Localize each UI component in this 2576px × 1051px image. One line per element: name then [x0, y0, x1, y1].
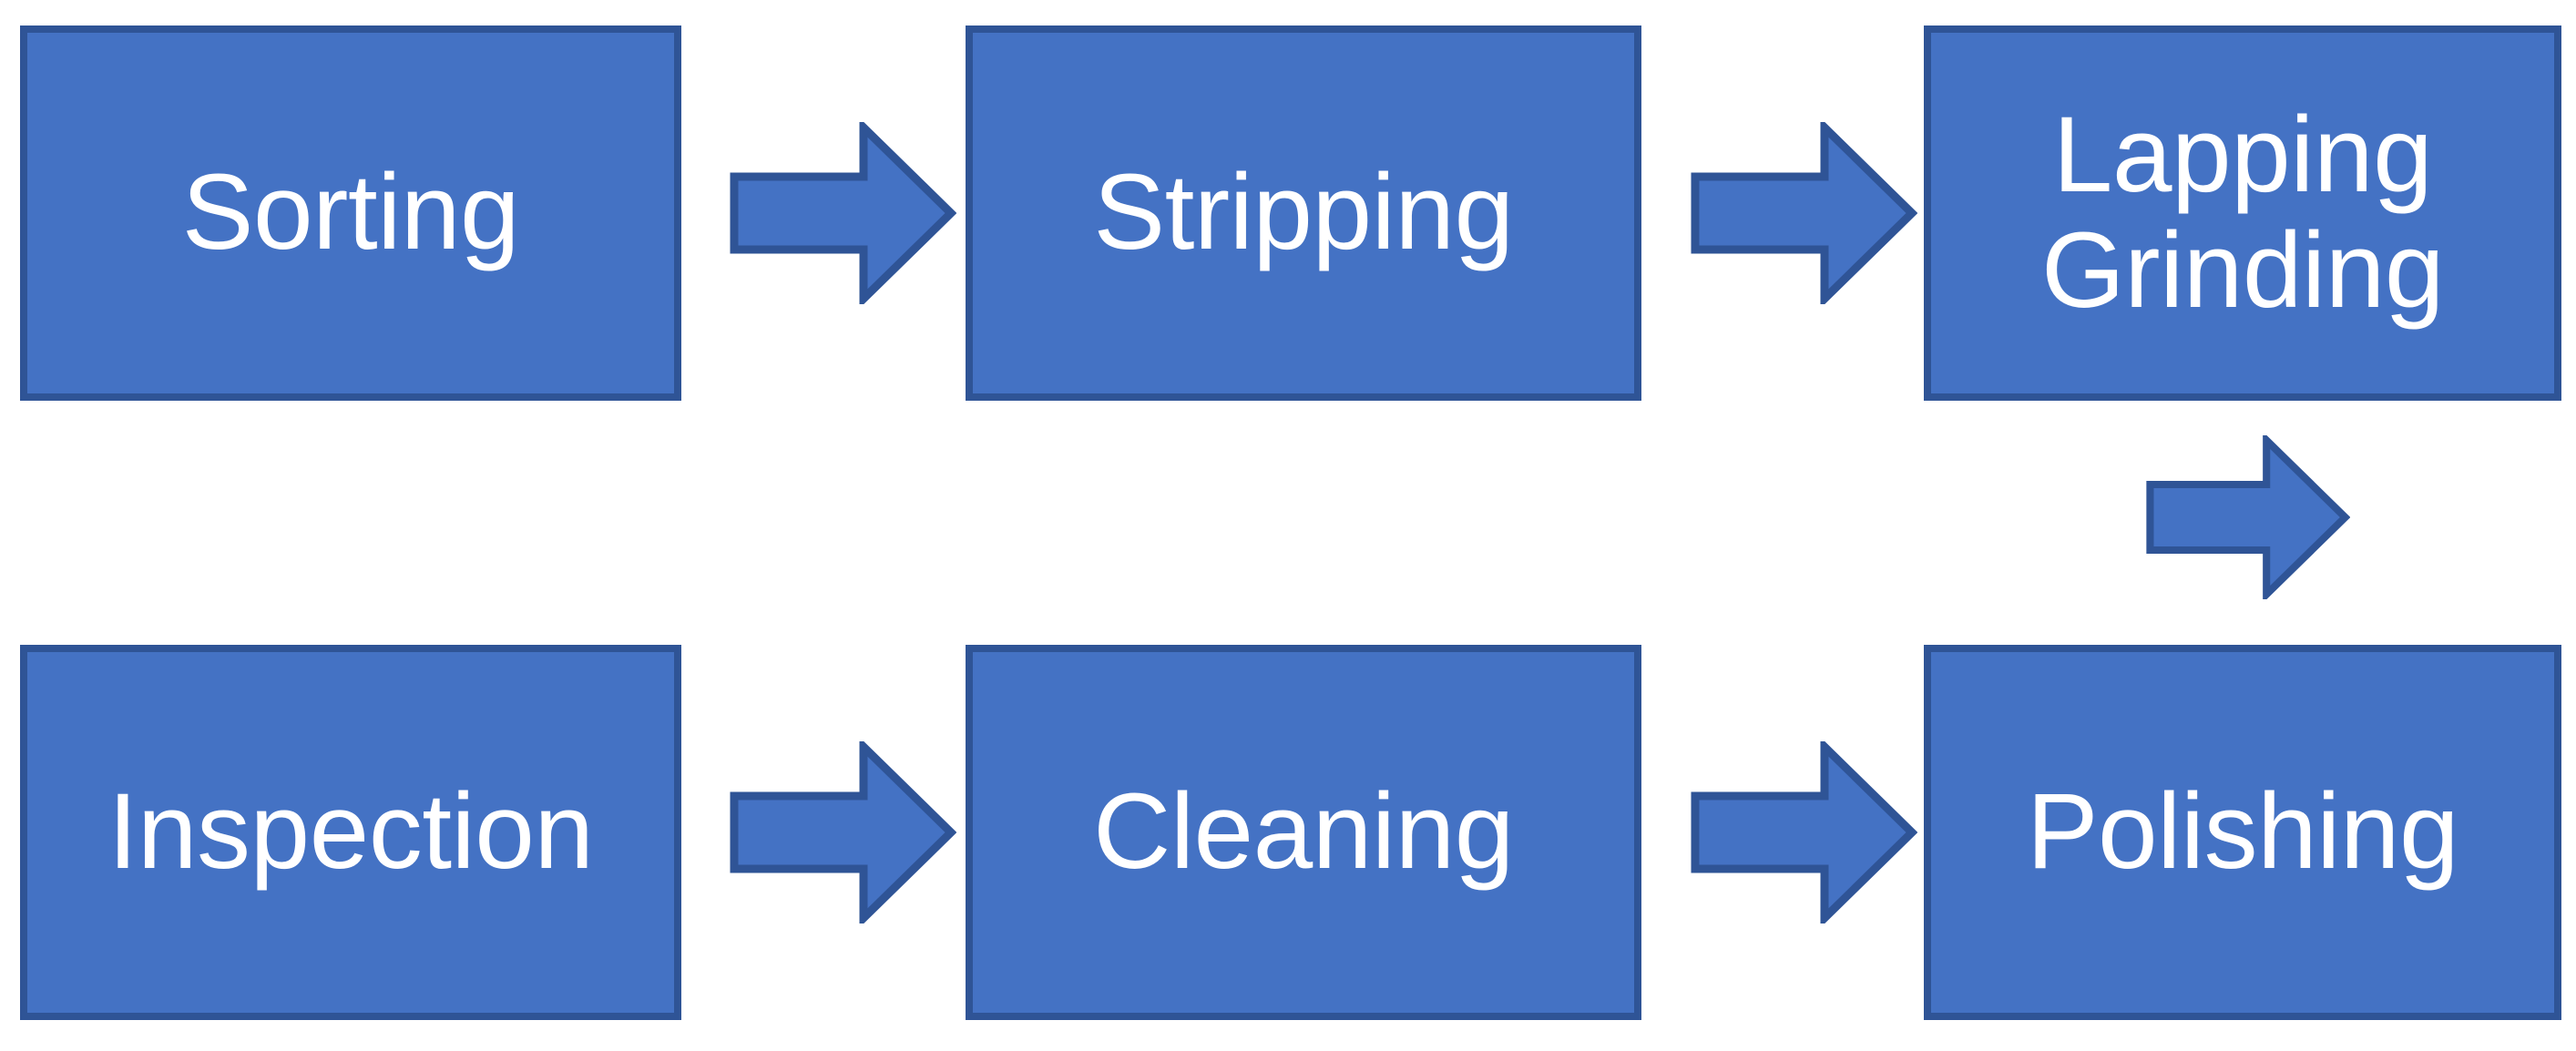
process-node-label: Cleaning [1093, 771, 1514, 893]
process-node-label: Lapping Grinding [2040, 94, 2445, 331]
flow-arrow-cleaning-to-polishing [1690, 741, 1917, 923]
flow-arrow-inspection-to-cleaning [729, 741, 956, 923]
flow-arrow-stripping-to-lapping-grinding [1690, 122, 1917, 304]
process-node-sorting[interactable]: Sorting [20, 26, 681, 401]
right-arrow-icon [1691, 122, 1917, 304]
process-node-label: Stripping [1093, 152, 1514, 273]
process-node-inspection[interactable]: Inspection [20, 645, 681, 1020]
process-node-label: Inspection [107, 771, 594, 893]
flow-arrow-lapping-grinding-to-polishing [2145, 435, 2350, 599]
process-node-cleaning[interactable]: Cleaning [966, 645, 1641, 1020]
process-node-label: Polishing [2026, 771, 2459, 893]
process-node-label: Sorting [181, 152, 520, 273]
right-arrow-icon [2146, 435, 2350, 599]
right-arrow-icon [730, 122, 956, 304]
right-arrow-icon [730, 741, 956, 923]
process-node-lapping-grinding[interactable]: Lapping Grinding [1924, 26, 2561, 401]
right-arrow-icon [1691, 741, 1917, 923]
process-node-stripping[interactable]: Stripping [966, 26, 1641, 401]
process-node-polishing[interactable]: Polishing [1924, 645, 2561, 1020]
flow-arrow-sorting-to-stripping [729, 122, 956, 304]
